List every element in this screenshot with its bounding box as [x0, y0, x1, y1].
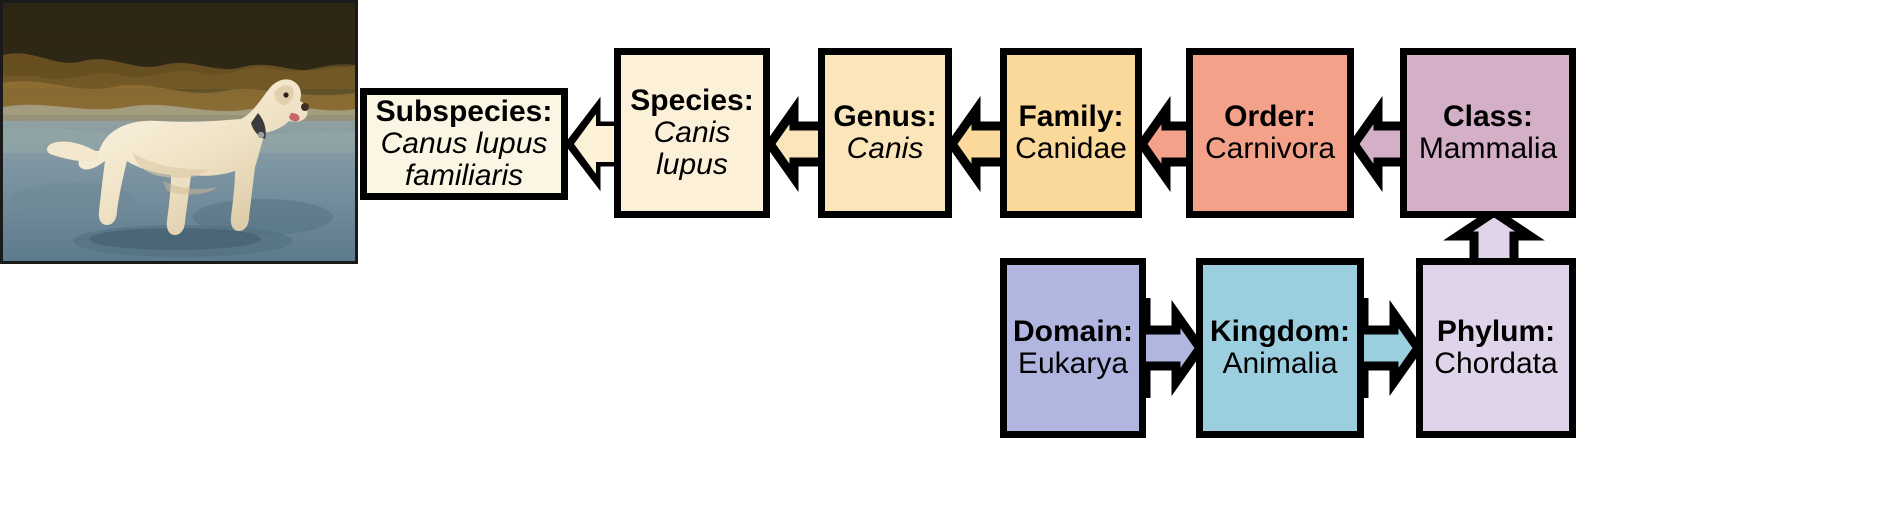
dog-photograph	[0, 0, 358, 264]
arrow-class-to-order	[1348, 84, 1413, 204]
node-class-taxon: Mammalia	[1418, 132, 1558, 165]
node-species-taxon-line2: lupus	[656, 147, 728, 181]
node-genus[interactable]: Genus: Canis	[818, 48, 952, 218]
node-kingdom-taxon: Animalia	[1222, 347, 1338, 380]
node-subspecies-taxon-line2: familiaris	[404, 158, 524, 192]
node-kingdom[interactable]: Kingdom: Animalia	[1196, 258, 1364, 438]
node-domain-rank: Domain:	[1013, 315, 1133, 349]
arrow-genus-to-species	[764, 84, 829, 204]
node-subspecies[interactable]: Subspecies: Canus lupus familiaris	[360, 88, 568, 200]
node-domain-taxon: Eukarya	[1017, 347, 1129, 380]
dog-photo-illustration	[3, 3, 355, 261]
arrow-family-to-genus	[946, 84, 1011, 204]
node-class-rank: Class:	[1442, 100, 1534, 134]
node-subspecies-rank: Subspecies:	[375, 95, 553, 129]
node-family-taxon: Canidae	[1015, 132, 1127, 165]
node-kingdom-rank: Kingdom:	[1210, 315, 1350, 349]
node-order[interactable]: Order: Carnivora	[1186, 48, 1354, 218]
node-species-rank: Species:	[630, 84, 754, 118]
node-domain[interactable]: Domain: Eukarya	[1000, 258, 1146, 438]
node-genus-taxon: Canis	[846, 132, 924, 165]
node-species-taxon-line1: Canis	[653, 116, 731, 150]
node-order-rank: Order:	[1224, 100, 1316, 134]
arrow-domain-to-kingdom	[1141, 288, 1206, 408]
node-class[interactable]: Class: Mammalia	[1400, 48, 1576, 218]
node-family[interactable]: Family: Canidae	[1000, 48, 1142, 218]
node-order-taxon: Carnivora	[1204, 132, 1336, 165]
node-family-rank: Family:	[1018, 100, 1124, 134]
node-phylum[interactable]: Phylum: Chordata	[1416, 258, 1576, 438]
node-genus-rank: Genus:	[833, 100, 937, 134]
arrow-kingdom-to-phylum	[1359, 288, 1424, 408]
node-phylum-rank: Phylum:	[1436, 315, 1556, 349]
node-phylum-taxon: Chordata	[1434, 347, 1558, 380]
node-subspecies-taxon-line1: Canus lupus	[380, 127, 548, 161]
node-species[interactable]: Species: Canis lupus	[614, 48, 770, 218]
